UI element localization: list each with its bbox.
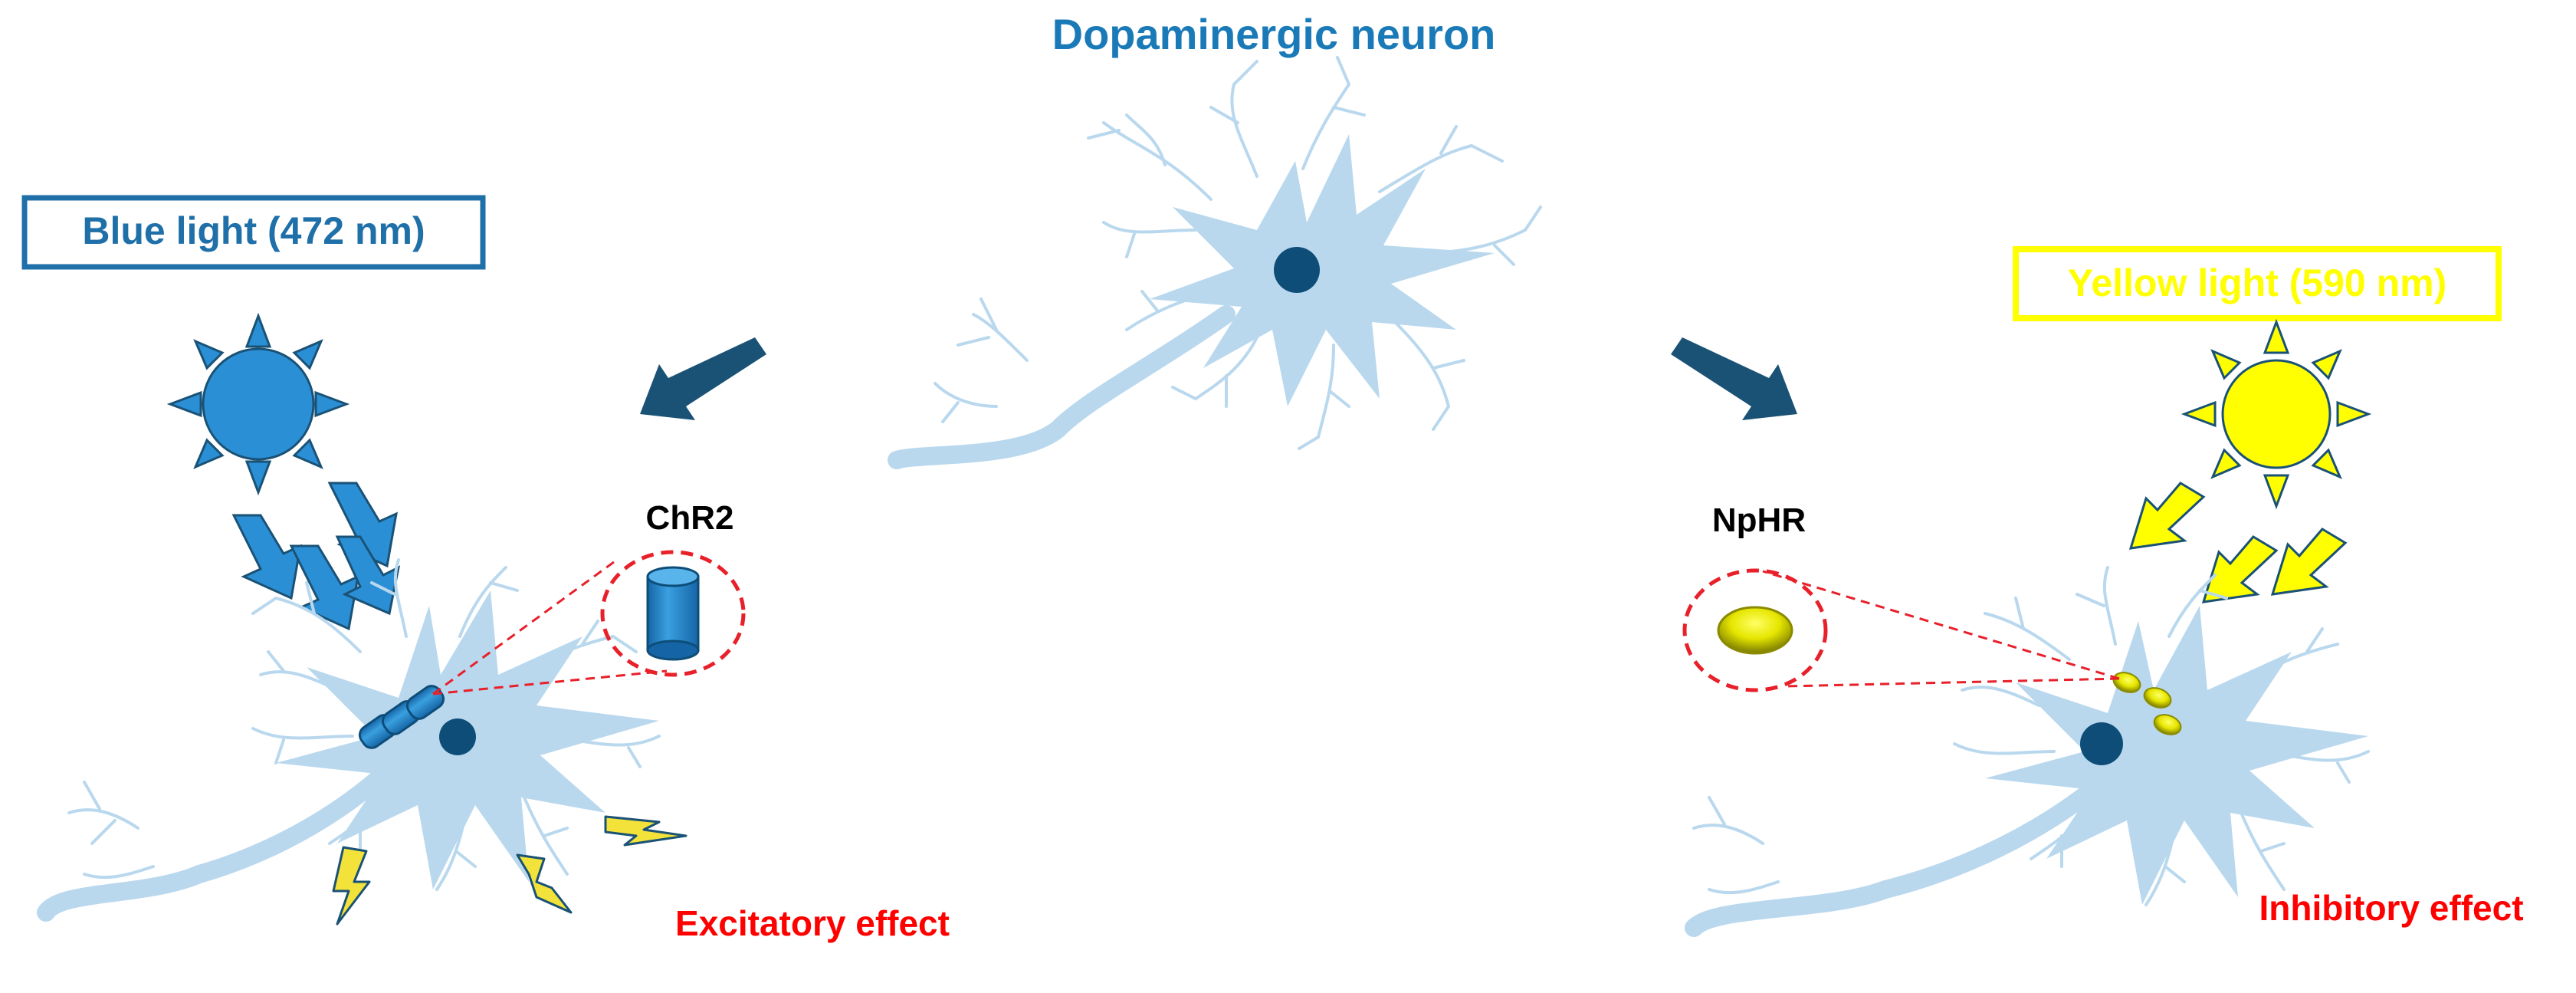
blue-light-label-box (21, 195, 486, 270)
chr2-zoom-circle (600, 550, 746, 677)
arrow-left-icon (640, 337, 766, 420)
chr2-label: ChR2 (646, 499, 734, 537)
right-nucleus (2080, 722, 2123, 765)
yellow-light-rays (2128, 482, 2348, 603)
chr2-channel-icon (646, 566, 700, 661)
right-panel: Yellow light (590 nm) (1682, 246, 2524, 937)
yellow-light-label: Yellow light (590 nm) (2068, 261, 2447, 304)
nphr-label: NpHR (1712, 501, 1806, 539)
inhibitory-effect-label: Inhibitory effect (2259, 888, 2523, 928)
nphr-pumps (2112, 672, 2182, 735)
left-nucleus (439, 718, 476, 755)
yellow-light-label-box (2013, 246, 2502, 321)
yellow-sun-icon (2181, 318, 2372, 510)
center-nucleus (1274, 247, 1320, 293)
nphr-pump-icon (1717, 606, 1793, 655)
excitatory-effect-label: Excitatory effect (675, 903, 950, 943)
blue-sun-icon (166, 312, 350, 496)
blue-light-label: Blue light (472 nm) (82, 209, 425, 252)
blue-light-rays (231, 482, 401, 631)
center-neuron (888, 56, 1542, 469)
nphr-zoom-circle (1682, 568, 1828, 692)
page-title: Dopaminergic neuron (1052, 10, 1496, 58)
lightning-bolt-icons (332, 815, 687, 926)
left-panel: Blue light (472 nm) (21, 195, 950, 943)
arrow-right-icon (1671, 337, 1797, 420)
